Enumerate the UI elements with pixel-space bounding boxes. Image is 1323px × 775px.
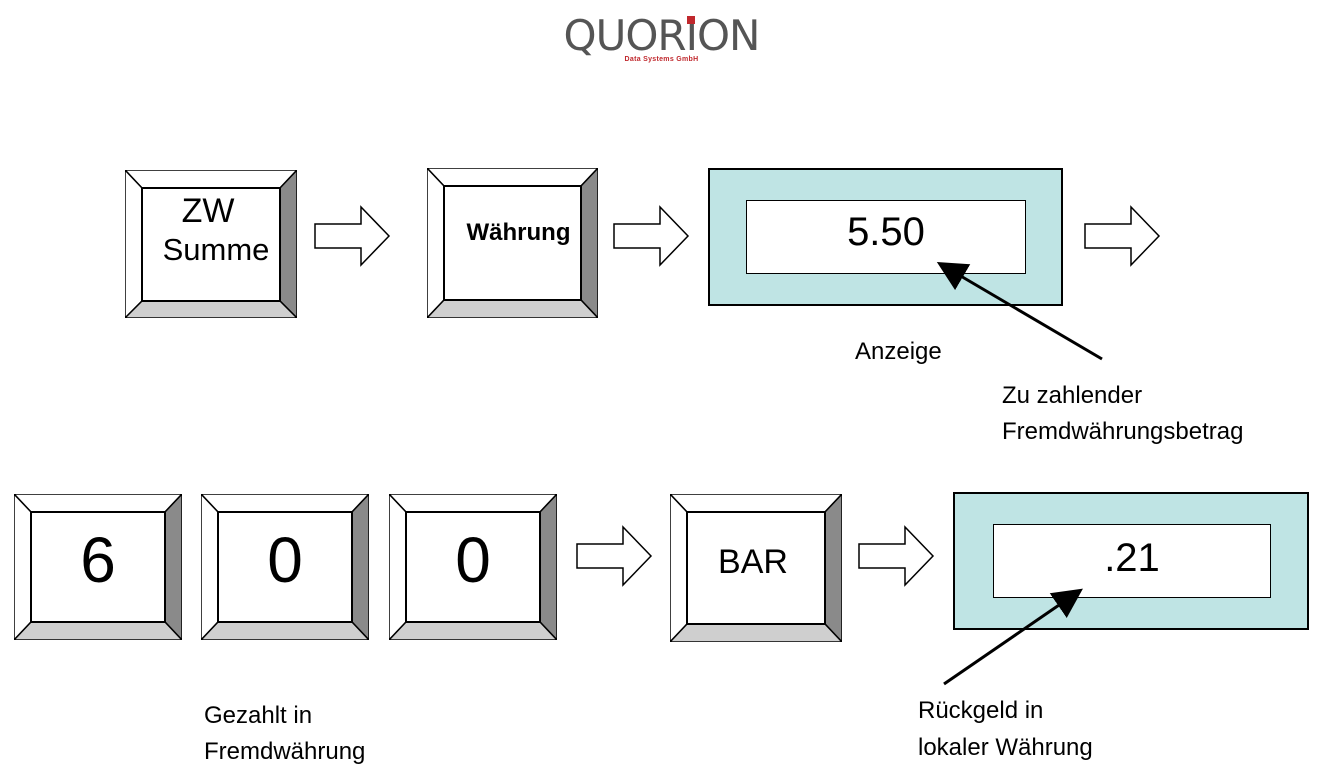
display-change-value: .21	[1104, 536, 1160, 580]
logo-tagline: Data Systems GmbH	[624, 56, 699, 63]
currency-key-label: Währung	[466, 219, 571, 246]
amount-due-caption-line2: Fremdwährungsbetrag	[1002, 418, 1244, 445]
display-total-value: 5.50	[847, 210, 925, 254]
change-caption-line1: Rückgeld in	[918, 697, 1044, 724]
cash-key[interactable]: BAR	[670, 494, 842, 642]
cash-key-label: BAR	[718, 543, 788, 581]
logo-accent-square	[687, 16, 696, 24]
arrow-right-icon	[858, 525, 935, 587]
change-caption-line2: lokaler Währung	[918, 734, 1093, 761]
arrow-right-icon	[576, 525, 653, 587]
pointer-arrow-icon	[943, 588, 1083, 686]
display-window-total: 5.50	[746, 200, 1026, 274]
subtotal-key-label-line1: ZW	[181, 192, 235, 230]
arrow-right-icon	[1084, 205, 1161, 267]
key-bevel	[14, 494, 182, 640]
key-bevel	[125, 170, 297, 318]
digit-key-6[interactable]: 6	[14, 494, 182, 640]
amount-due-caption-line1: Zu zahlender	[1002, 382, 1143, 409]
paid-caption-line1: Gezahlt in	[204, 702, 313, 729]
currency-key[interactable]: Währung	[427, 168, 598, 318]
digit-key-0-first[interactable]: 0	[201, 494, 369, 640]
display-caption: Anzeige	[855, 338, 942, 365]
digit-key-6-label: 6	[80, 524, 116, 596]
pointer-arrow-icon	[936, 261, 1103, 361]
arrow-right-icon	[314, 205, 391, 267]
digit-key-0-label: 0	[267, 524, 303, 596]
key-bevel	[427, 168, 598, 318]
key-bevel	[389, 494, 557, 640]
key-bevel	[201, 494, 369, 640]
arrow-right-icon	[613, 205, 690, 267]
display-window-change: .21	[993, 524, 1271, 598]
display-panel-change: .21	[953, 492, 1309, 630]
display-panel-total: 5.50	[708, 168, 1063, 306]
subtotal-key-label-line2: Summe	[162, 232, 270, 267]
digit-key-0-second[interactable]: 0	[389, 494, 557, 640]
subtotal-key[interactable]: ZW Summe	[125, 170, 297, 318]
digit-key-0-label: 0	[455, 524, 491, 596]
key-bevel	[670, 494, 842, 642]
paid-caption-line2: Fremdwährung	[204, 738, 366, 765]
